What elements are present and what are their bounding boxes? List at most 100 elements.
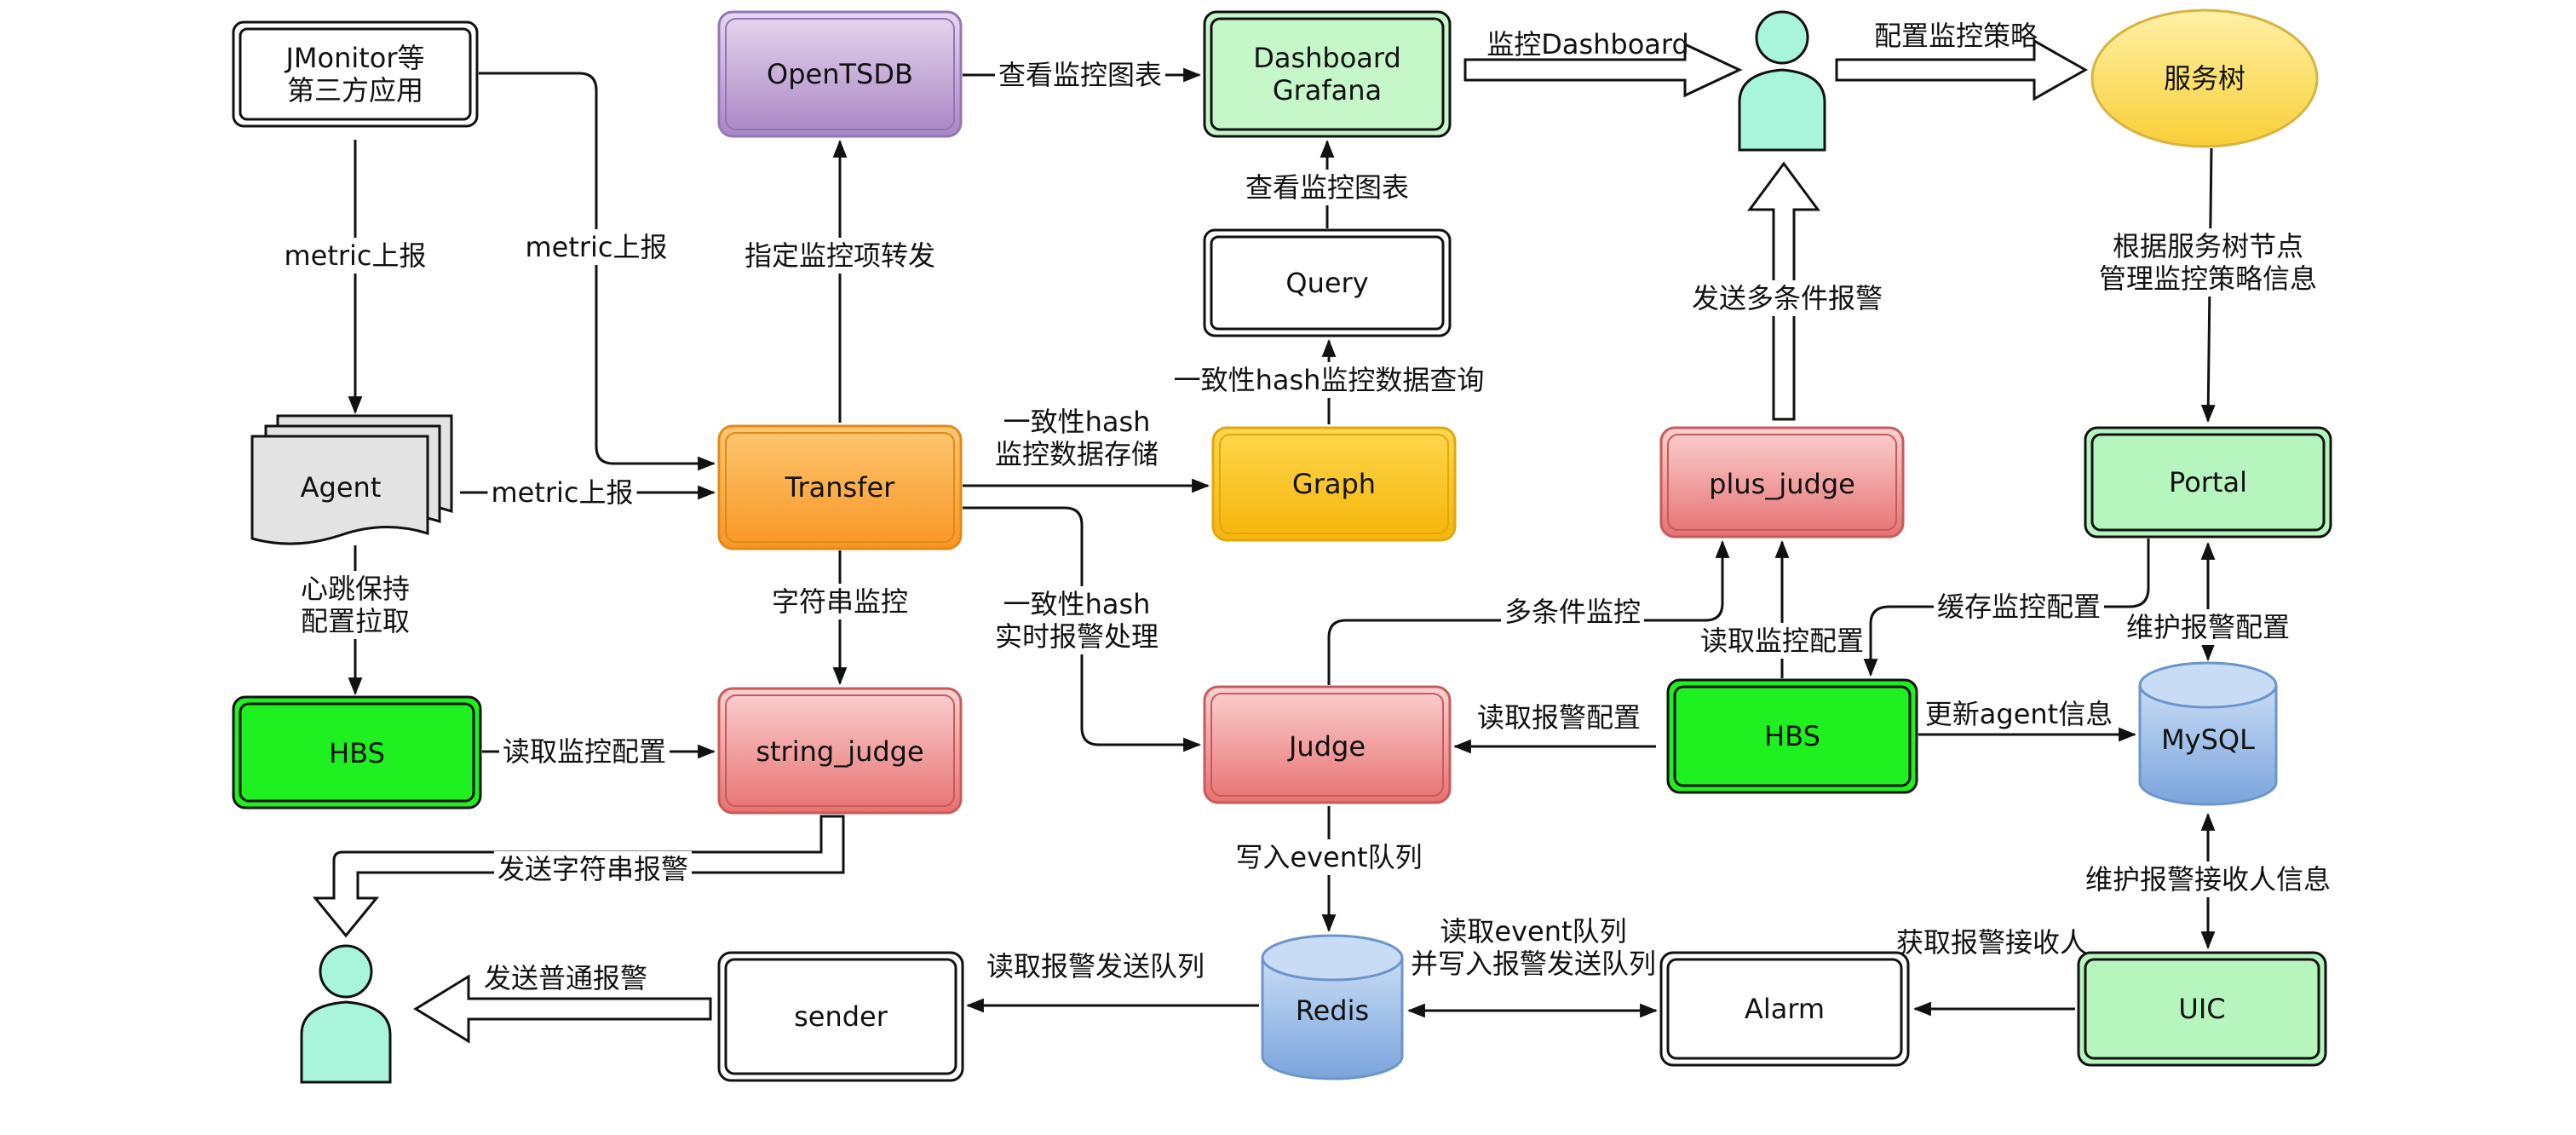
fat-arrow-dashboard-person [1463,42,1743,98]
edge-label-background [1500,594,1645,630]
node-portal: Portal [2084,426,2332,539]
edge-label-background [991,404,1163,472]
person-icon [300,944,392,1084]
svg-text:读取报警配置: 读取报警配置 [1477,701,1641,734]
edge-label-background [1170,362,1488,398]
fat-arrow-person-tree [1835,38,2089,101]
portal-label: Portal [2169,466,2247,498]
edge-label-background [1933,589,2105,625]
edge-label-background [2122,609,2294,645]
svg-text:读取报警发送队列: 读取报警发送队列 [986,950,1205,982]
edge-label-background [1688,280,1887,316]
svg-text:查看监控图表: 查看监控图表 [1245,171,1409,204]
svg-text:读取event队列并写入报警发送队列: 读取event队列并写入报警发送队列 [1411,915,1656,980]
transfer-label: Transfer [785,471,896,504]
plus-judge-label: plus_judge [1709,468,1855,500]
node-hbs-left: HBS [232,695,482,809]
alarm-label: Alarm [1745,993,1825,1025]
hbs-left-label: HBS [329,737,385,769]
edge-label: 字符串监控 [768,584,912,619]
edge-label-background [991,586,1163,654]
edge-label: 根据服务树节点管理监控策略信息 [2095,228,2321,297]
svg-text:指定监控项转发: 指定监控项转发 [745,239,935,272]
opentsdb-label: OpenTSDB [767,58,913,90]
edge-label: 读取监控配置 [498,734,670,769]
edge-label: metric上报 [487,475,637,510]
svg-text:metric上报: metric上报 [284,239,426,272]
edge-label: metric上报 [521,229,671,265]
svg-text:读取监控配置: 读取监控配置 [503,735,666,768]
svg-text:心跳保持配置拉取: 心跳保持配置拉取 [301,573,410,637]
svg-text:发送多条件报警: 发送多条件报警 [1692,282,1883,314]
edge-label: 维护报警接收人信息 [2081,861,2335,897]
edge-label: 配置监控策略 [1874,20,2038,52]
node-hbs-right: HBS [1666,678,1918,794]
svg-text:查看监控图表: 查看监控图表 [998,59,1162,91]
edge-label-background [493,851,693,887]
node-plus-judge: plus_judge [1659,426,1905,539]
svg-text:发送字符串报警: 发送字符串报警 [497,853,688,885]
fat-arrow-stringjudge-person [312,815,845,938]
edge-label-background [2081,861,2335,897]
agent-label: Agent [301,471,382,504]
svg-text:字符串监控: 字符串监控 [772,585,908,618]
edge-label-background [740,238,940,274]
query-label: Query [1285,267,1368,299]
uic-label: UIC [2178,993,2225,1025]
edge-label: 缓存监控配置 [1933,589,2105,625]
edge-label: 读取报警发送队列 [986,950,1205,982]
edge-label-background [2095,228,2321,297]
string-judge-label: string_judge [756,735,923,768]
svg-text:缓存监控配置: 缓存监控配置 [1937,591,2101,623]
hbs-right-label: HBS [1764,720,1820,752]
svg-text:获取报警接收人: 获取报警接收人 [1896,926,2087,959]
jmonitor-label: JMonitor等第三方应用 [284,42,424,107]
svg-text:监控Dashboard: 监控Dashboard [1486,28,1689,60]
edge-label: 监控Dashboard [1486,28,1689,60]
node-query: Query [1203,228,1452,337]
edge-label: 指定监控项转发 [740,238,940,274]
edge-label: 维护报警配置 [2122,609,2294,645]
node-graph: Graph [1211,426,1457,542]
mysql-label: MySQL [2161,723,2255,756]
fat-arrow-sender-person [413,974,712,1044]
edge-label-background [498,734,670,769]
node-uic: UIC [2077,951,2327,1067]
svg-text:metric上报: metric上报 [491,476,633,509]
graph-label: Graph [1292,468,1376,500]
edge-jmonitor-transfer [479,72,716,471]
edge-label: 发送字符串报警 [493,851,693,887]
edge-label: 查看监控图表 [1241,170,1413,205]
node-transfer: Transfer [717,424,963,550]
edge-label-background [1232,839,1426,875]
edge-label-background [994,57,1166,93]
svg-text:根据服务树节点管理监控策略信息: 根据服务树节点管理监控策略信息 [2099,230,2317,295]
svg-text:维护报警配置: 维护报警配置 [2126,611,2290,643]
edge-label: 发送普通报警 [484,962,647,994]
svg-text:发送普通报警: 发送普通报警 [484,962,647,994]
edge-label: 发送多条件报警 [1688,280,1887,316]
judge-label: Judge [1287,730,1366,763]
svg-text:维护报警接收人信息: 维护报警接收人信息 [2085,863,2331,896]
node-jmonitor: JMonitor等第三方应用 [232,20,479,128]
svg-text:配置监控策略: 配置监控策略 [1874,20,2038,52]
svg-text:读取监控配置: 读取监控配置 [1700,625,1864,657]
edge-label: 一致性hash监控数据查询 [1170,362,1488,398]
node-alarm: Alarm [1659,951,1910,1067]
edge-label-background [1696,623,1868,659]
redis-label: Redis [1296,994,1369,1027]
node-mysql: MySQL [2138,661,2278,806]
svg-text:写入event队列: 写入event队列 [1235,841,1422,873]
edge-label: 更新agent信息 [1925,698,2113,730]
svg-text:metric上报: metric上报 [525,231,667,263]
person-icon [1738,10,1826,152]
node-redis: Redis [1261,934,1404,1080]
edge-label-background [487,475,637,510]
edge-label: 多条件监控 [1500,594,1645,630]
